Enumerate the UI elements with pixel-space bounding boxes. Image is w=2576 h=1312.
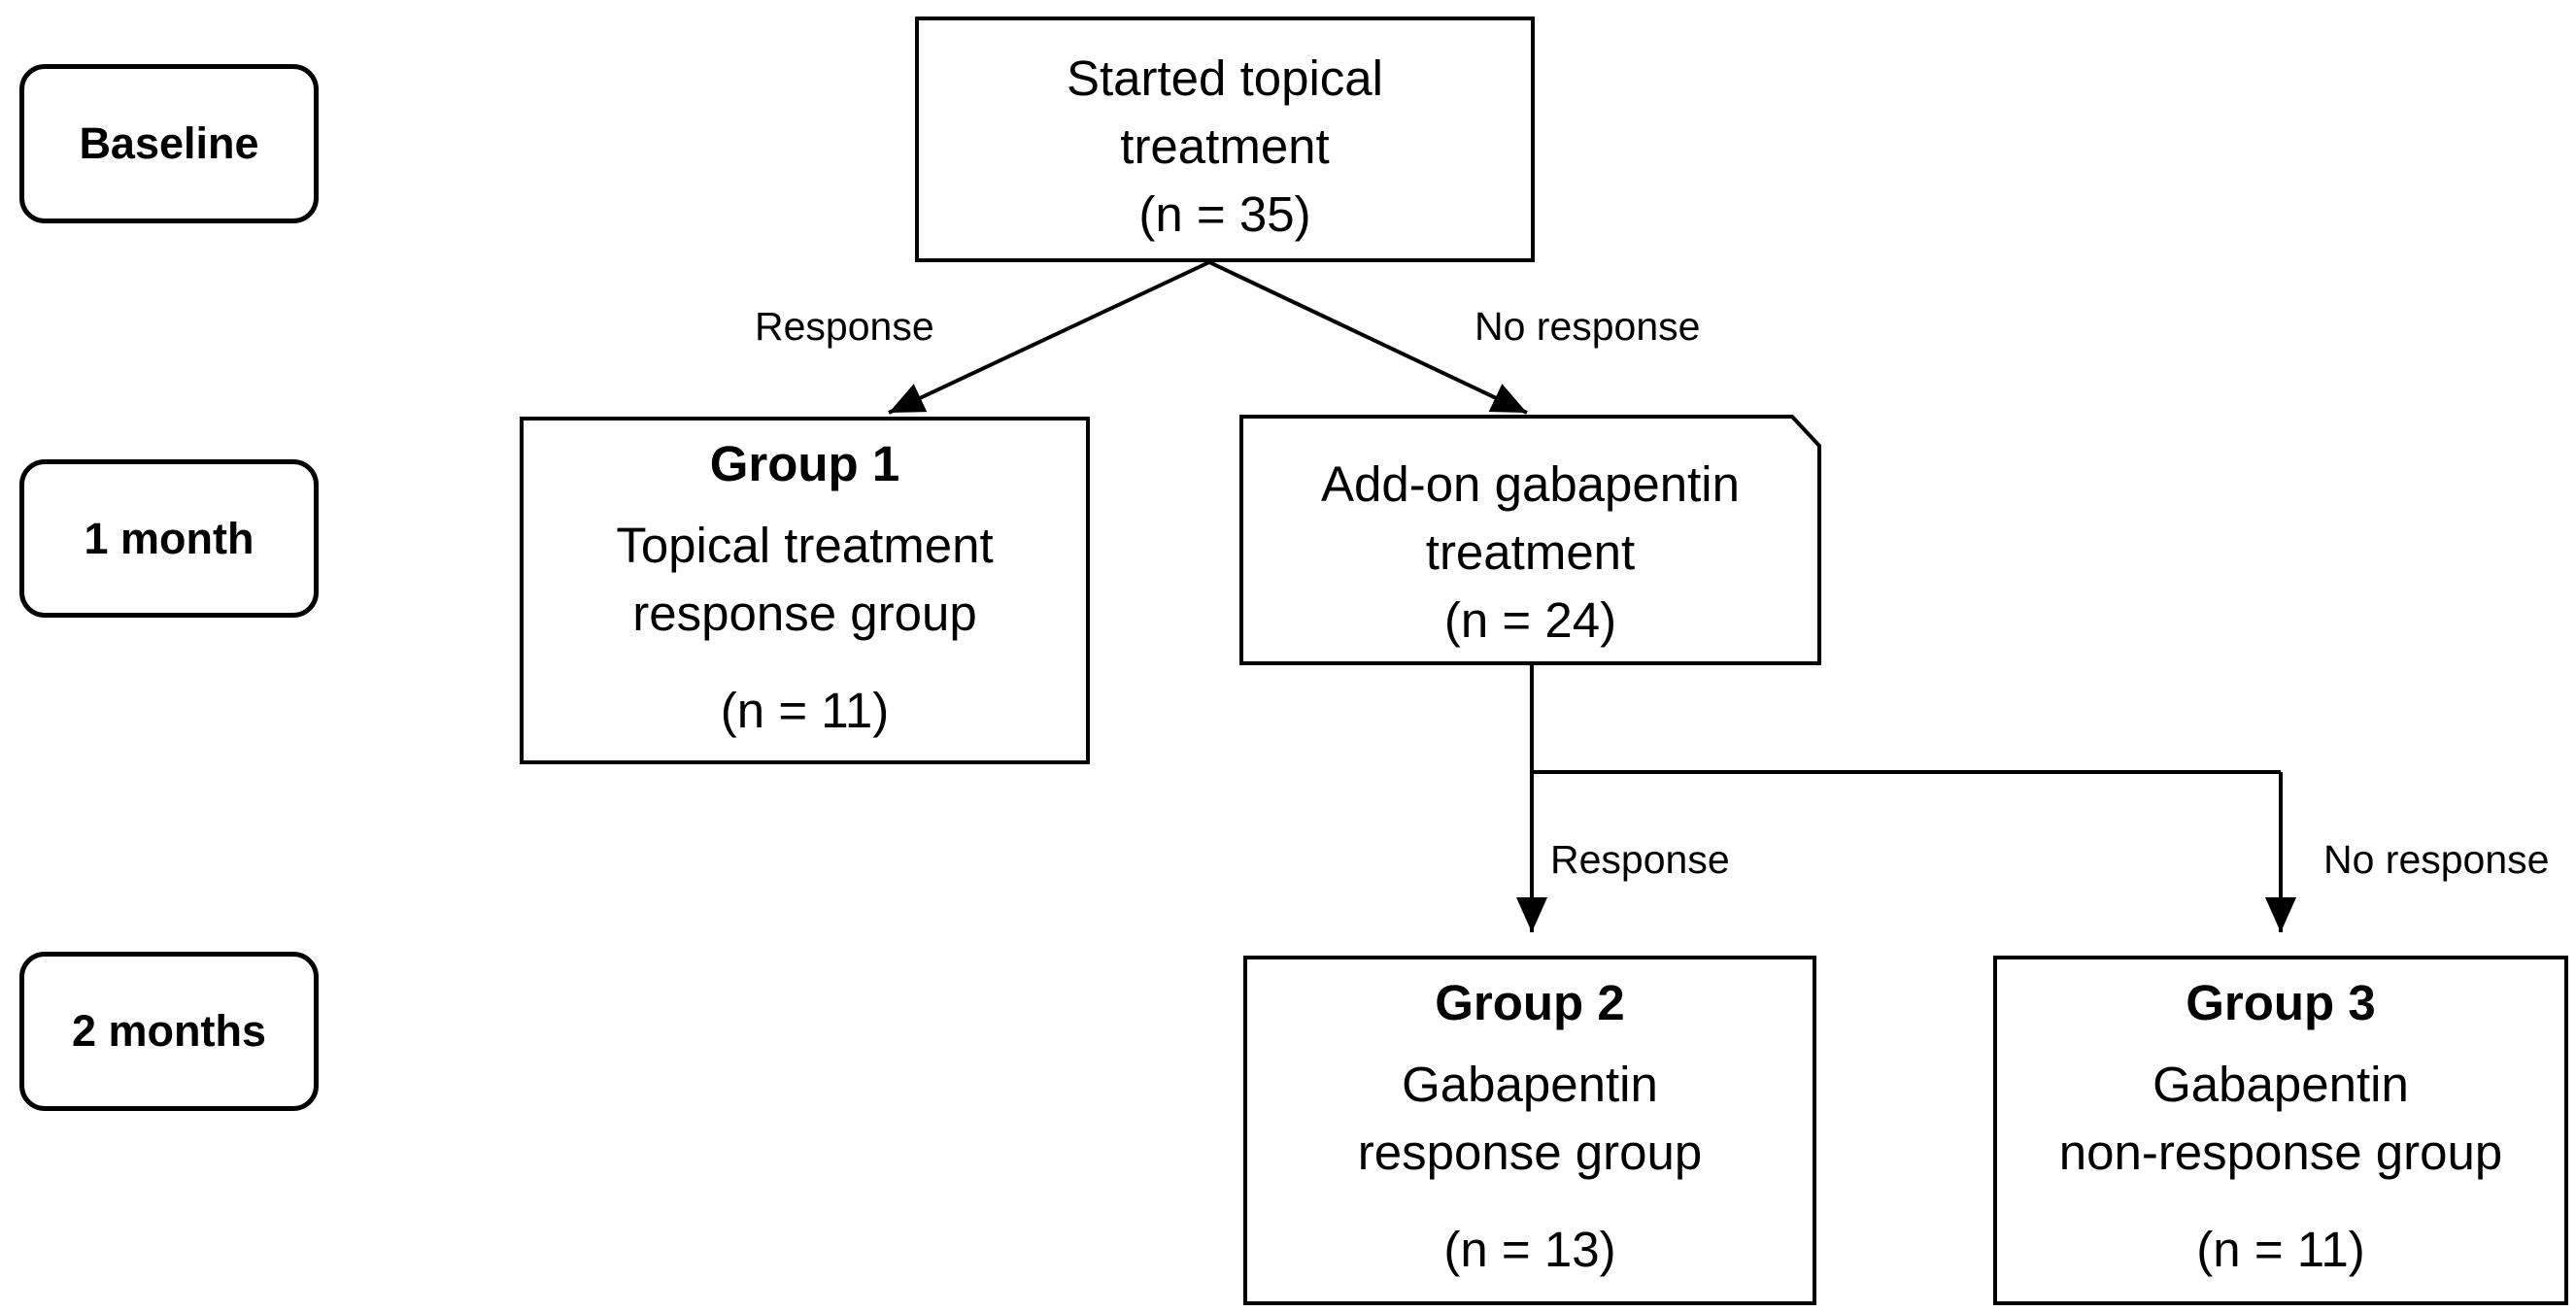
node-group3-line2: non-response group: [2058, 1125, 2503, 1180]
edge-label-addon-to-group2: Response: [1550, 837, 1730, 882]
node-group1-count: (n = 11): [720, 683, 890, 738]
node-group2-title: Group 2: [1435, 975, 1625, 1030]
node-group1-title: Group 1: [709, 436, 900, 491]
phase-baseline-label: Baseline: [79, 118, 259, 168]
edge-label-start-to-group1: Response: [755, 304, 934, 349]
phase-one-month-label: 1 month: [84, 513, 254, 563]
node-group1: Group 1 Topical treatment response group…: [520, 417, 1090, 764]
node-group1-line2: response group: [632, 586, 977, 641]
node-start-count: (n = 35): [1138, 186, 1311, 242]
node-group3-title: Group 3: [2186, 975, 2376, 1030]
node-group2: Group 2 Gabapentin response group (n = 1…: [1243, 956, 1816, 1305]
arrow-start-to-addon: [1208, 260, 1528, 415]
node-group3-count: (n = 11): [2196, 1222, 2365, 1277]
node-start-line2: treatment: [1120, 118, 1330, 174]
node-start-line1: Started topical: [1066, 50, 1384, 106]
node-group2-count: (n = 13): [1443, 1222, 1616, 1277]
node-addon-count: (n = 24): [1443, 592, 1617, 648]
edge-label-addon-to-group3: No response: [2323, 837, 2550, 882]
phase-baseline: Baseline: [19, 64, 319, 223]
node-addon-line2: treatment: [1425, 524, 1636, 580]
node-group3-line1: Gabapentin: [2152, 1057, 2409, 1112]
node-group2-line1: Gabapentin: [1402, 1057, 1658, 1112]
node-group1-line1: Topical treatment: [616, 518, 994, 573]
node-addon-line1: Add-on gabapentin: [1320, 456, 1741, 512]
phase-two-months-label: 2 months: [71, 1006, 267, 1056]
node-start: Started topical treatment (n = 35): [915, 17, 1535, 262]
edge-label-start-to-addon: No response: [1474, 304, 1701, 349]
arrow-start-to-group1: [888, 260, 1210, 415]
node-group3: Group 3 Gabapentin non-response group (n…: [1993, 956, 2568, 1305]
phase-two-months: 2 months: [19, 952, 319, 1111]
node-group2-line2: response group: [1357, 1125, 1703, 1180]
addon-box-frame: [1239, 415, 1821, 665]
phase-one-month: 1 month: [19, 459, 319, 618]
node-addon: Add-on gabapentin treatment (n = 24): [1241, 417, 1819, 663]
